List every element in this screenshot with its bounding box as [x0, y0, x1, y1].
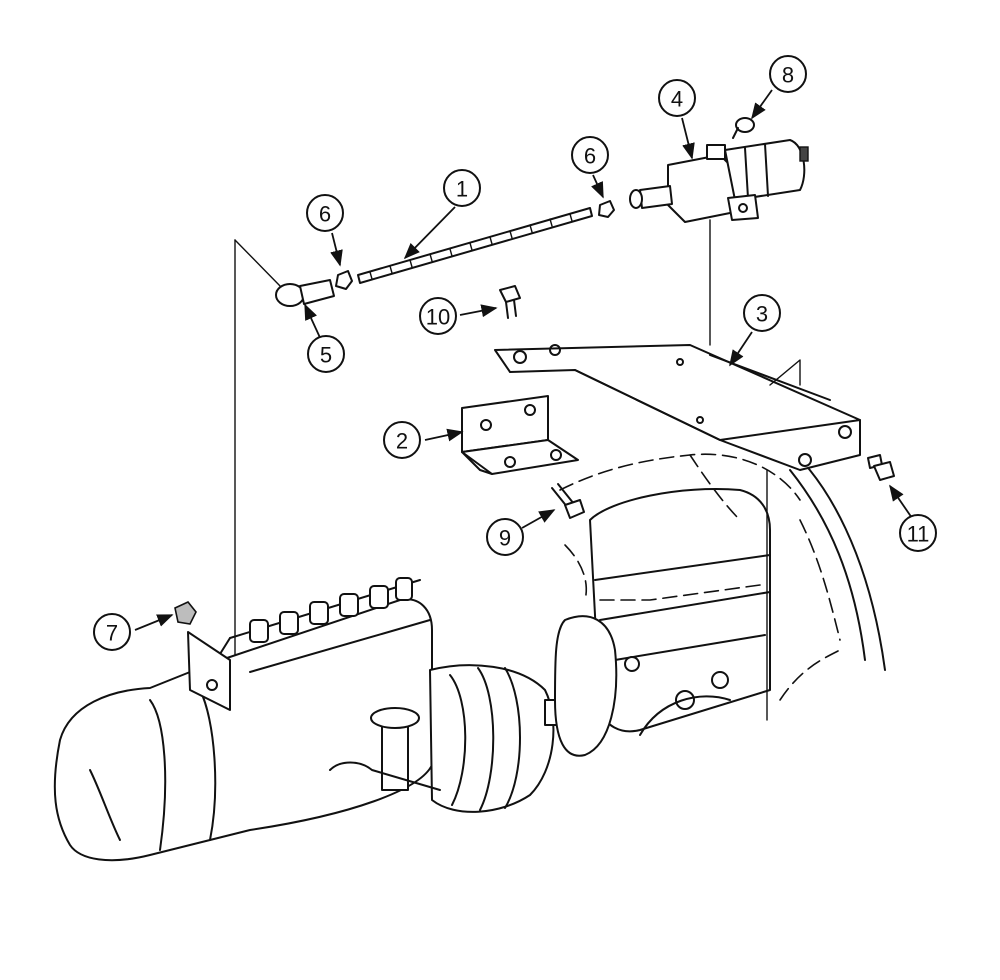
svg-text:6: 6: [319, 202, 331, 227]
injector-outlets: [249, 577, 413, 643]
callout-1: 1: [443, 169, 481, 207]
svg-text:10: 10: [426, 305, 450, 330]
part-5-ball-joint: [275, 279, 335, 307]
callout-4: 4: [658, 79, 696, 117]
injection-pump-assembly: [53, 239, 576, 862]
part-9-bolt: [551, 483, 585, 519]
callout-6-left: 6: [306, 194, 344, 232]
part-10-bolt: [499, 285, 521, 319]
part-3-mounting-plate: [494, 219, 861, 471]
svg-text:5: 5: [320, 343, 332, 368]
part-1-threaded-rod: [357, 207, 593, 284]
svg-text:8: 8: [782, 63, 794, 88]
part-8-bolt: [732, 117, 755, 139]
svg-text:7: 7: [106, 621, 118, 646]
engine-outline-dashed: [559, 439, 886, 701]
part-4-solenoid: [629, 139, 809, 223]
part-11-bolt: [867, 454, 895, 481]
callout-10: 10: [419, 297, 457, 335]
callout-5: 5: [307, 335, 345, 373]
callout-9: 9: [486, 518, 524, 556]
svg-text:11: 11: [907, 522, 930, 547]
part-6-nut-right: [598, 200, 615, 218]
svg-text:2: 2: [396, 429, 408, 454]
callout-8: 8: [769, 55, 807, 93]
part-7-nut: [174, 601, 197, 625]
callout-6-right: 6: [571, 136, 609, 174]
part-6-nut-left: [335, 270, 353, 290]
svg-text:1: 1: [456, 177, 468, 202]
leader-lines: [134, 89, 913, 631]
svg-text:4: 4: [671, 87, 683, 112]
callout-11: 11: [899, 514, 937, 552]
svg-text:6: 6: [584, 144, 596, 169]
svg-text:3: 3: [756, 302, 768, 327]
air-compressor: [554, 469, 771, 757]
svg-text:9: 9: [499, 526, 511, 551]
part-2-angle-bracket: [461, 395, 579, 475]
callout-2: 2: [383, 421, 421, 459]
callout-7: 7: [93, 613, 131, 651]
callout-3: 3: [743, 294, 781, 332]
